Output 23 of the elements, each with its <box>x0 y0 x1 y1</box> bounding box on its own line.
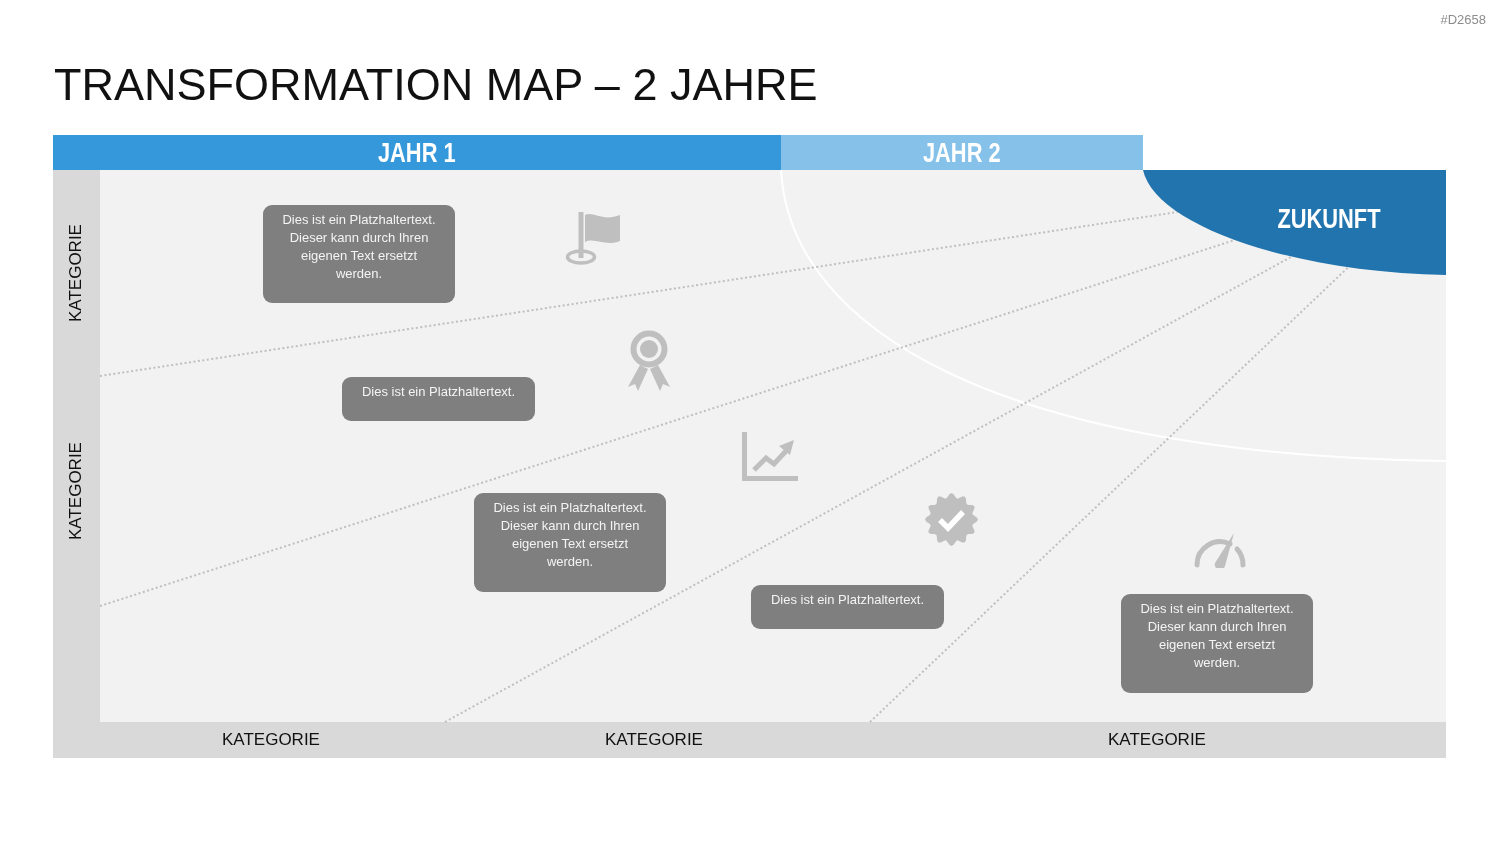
year-label: JAHR 1 <box>378 137 456 168</box>
note-card <box>342 377 535 421</box>
category-label: KATEGORIE <box>605 729 703 751</box>
category-label: KATEGORIE <box>65 442 86 540</box>
note-card <box>751 585 944 629</box>
note-text: Dies ist ein Platzhaltertext. Dieser kann durch Ihren eigenen Text ersetzt werden. <box>1139 600 1295 672</box>
note-text: Dies ist ein Platzhaltertext. Dieser kann durch Ihren eigenen Text ersetzt werden. <box>281 211 437 283</box>
category-label: KATEGORIE <box>222 729 320 751</box>
year-label: JAHR 2 <box>923 137 1001 168</box>
future-banner <box>1143 170 1446 275</box>
note-card <box>263 205 455 303</box>
future-label: ZUKUNFT <box>1277 204 1381 234</box>
note-card <box>474 493 666 592</box>
year-header-band <box>781 135 1143 170</box>
category-label: KATEGORIE <box>65 224 86 322</box>
note-text: Dies ist ein Platzhaltertext. <box>360 383 517 401</box>
category-label: KATEGORIE <box>1108 729 1206 751</box>
note-card <box>1121 594 1313 693</box>
reference-code: #D2658 <box>1440 12 1486 28</box>
slide-title: TRANSFORMATION MAP – 2 JAHRE <box>54 58 818 112</box>
note-text: Dies ist ein Platzhaltertext. Dieser kann durch Ihren eigenen Text ersetzt werden. <box>492 499 648 571</box>
note-text: Dies ist ein Platzhaltertext. <box>769 591 926 609</box>
year-header-band <box>53 135 781 170</box>
